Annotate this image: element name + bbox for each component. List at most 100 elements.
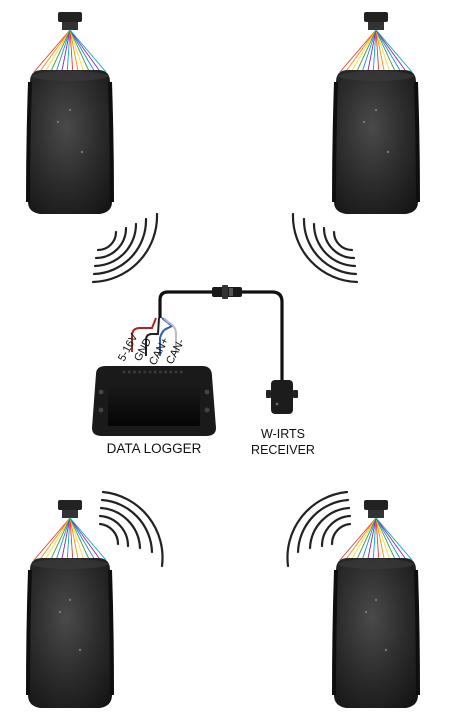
ir-beam-line [69,517,101,561]
data-logger-label: DATA LOGGER [107,441,202,456]
ir-beam-line [375,517,396,561]
ir-beam-line [61,517,71,561]
ir-beam-line [50,517,71,561]
ir-beam-line [69,517,79,561]
ir-beam-line [375,29,407,73]
shift-light [169,370,173,374]
tire-front-right [332,70,420,214]
ir-beams-front-right [339,29,413,73]
ir-beam-line [345,29,377,73]
shift-light [148,370,152,374]
ir-beams-rear-right [339,517,413,561]
wire-canh [159,317,174,356]
ir-beam-line [350,517,377,561]
ir-beams-rear-left [33,517,107,561]
ir-beam-line [69,29,101,73]
logger-wires [131,317,177,356]
ir-beam-line [39,29,71,73]
ir-beam-line [375,517,380,561]
wire-canl [163,317,177,352]
wire-gnd [145,317,160,356]
shift-light [158,370,162,374]
ir-beams-front-left [33,29,107,73]
ir-beam-line [69,29,107,73]
tire-assembly-front-right [332,12,420,214]
ir-beam-line [375,517,402,561]
ir-beam-line [375,29,413,73]
w-irts-receiver [266,380,298,414]
ir-beam-line [375,517,391,561]
ir-beam-line [69,29,90,73]
tire-front-left [26,70,114,214]
ir-beam-line [50,29,71,73]
wireless-waves-icon-rear-left [98,490,164,568]
wireless-waves-icon-rear-right [286,490,352,568]
shift-lights [122,370,183,374]
tire-assembly-rear-right [332,500,420,708]
ir-beam-line [375,29,396,73]
wireless-waves-icon-front-left [91,212,159,284]
shift-light [132,370,136,374]
harness-cable [158,290,284,380]
shift-light [122,370,126,374]
ir-beam-line [350,29,377,73]
ir-sensor-rear-left [58,500,82,518]
ir-beam-line [367,29,377,73]
ir-beam-line [356,517,377,561]
tire-rear-left [26,558,114,708]
ir-beam-line [69,29,79,73]
ir-beam-line [55,29,71,73]
ir-beam-line [375,517,413,561]
ir-beam-line [61,29,71,73]
tire-rear-right [332,558,420,708]
ir-beam-line [33,29,71,73]
ir-beam-line [372,29,377,73]
shift-light [138,370,142,374]
ir-beam-line [375,29,380,73]
shift-light [127,370,131,374]
ir-sensor-front-left [58,12,82,30]
ir-beam-line [69,517,107,561]
ir-beam-line [375,517,407,561]
ir-beam-line [372,517,377,561]
receiver-label-line2: RECEIVER [251,443,315,457]
cable-connector [212,285,242,299]
ir-beam-line [69,517,85,561]
ir-beam-line [39,517,71,561]
ir-beam-line [367,517,377,561]
tire-assembly-rear-left [26,500,114,708]
ir-beam-line [361,29,377,73]
shift-light [179,370,183,374]
ir-beam-line [375,517,385,561]
wireless-waves-icon-front-right [291,212,359,284]
ir-beam-line [69,29,74,73]
ir-beam-line [55,517,71,561]
ir-beam-line [375,29,385,73]
shift-light [153,370,157,374]
ir-beam-line [375,29,391,73]
data-logger-device [92,366,216,436]
shift-light [143,370,147,374]
wire-power [131,317,157,352]
ir-beam-line [44,29,71,73]
shift-light [174,370,178,374]
ir-beam-line [69,517,90,561]
ir-sensor-front-right [364,12,388,30]
ir-beam-line [44,517,71,561]
ir-beam-line [356,29,377,73]
ir-beam-line [339,29,377,73]
ir-beam-line [66,29,71,73]
ir-beam-line [375,29,402,73]
ir-sensor-rear-right [364,500,388,518]
ir-beam-line [69,29,96,73]
ir-beam-line [69,517,74,561]
ir-beam-line [345,517,377,561]
ir-beam-line [69,517,96,561]
ir-beam-line [339,517,377,561]
ir-beam-line [361,517,377,561]
ir-beam-line [66,517,71,561]
receiver-label-line1: W-IRTS [261,427,305,441]
ir-beam-line [33,517,71,561]
tire-assembly-front-left [26,12,114,214]
shift-light [164,370,168,374]
